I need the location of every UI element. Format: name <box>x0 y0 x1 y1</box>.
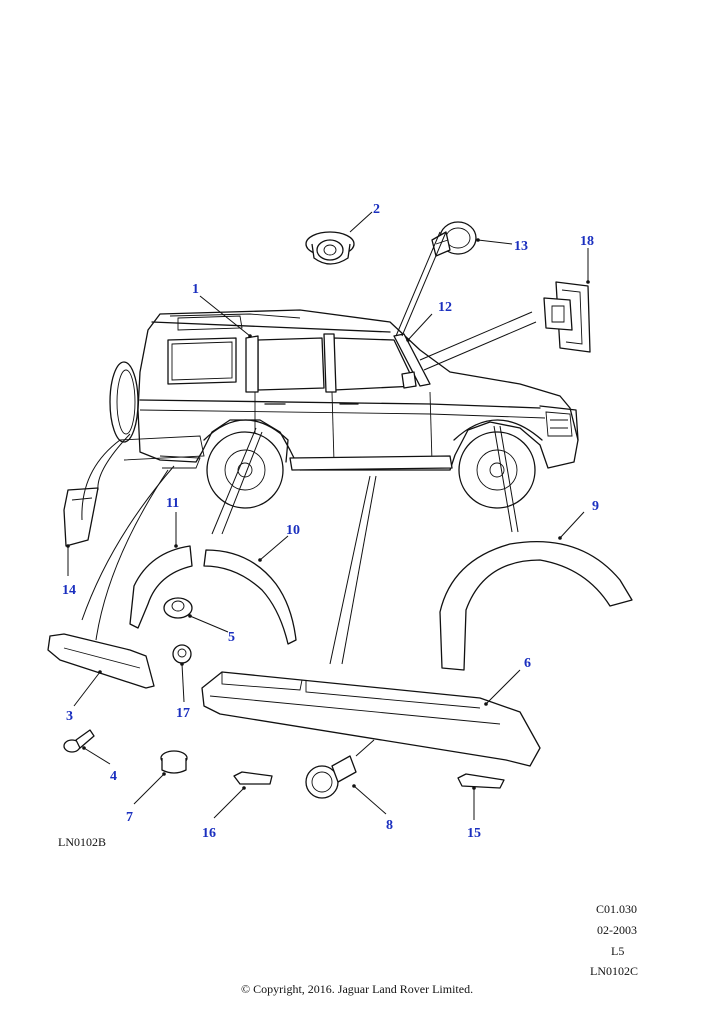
part-6-sill-moulding <box>201 671 541 767</box>
leader-lines <box>66 211 590 820</box>
catalog-date: 02-2003 <box>597 923 637 937</box>
part-17-nut <box>172 644 192 664</box>
callout-7: 7 <box>126 810 133 825</box>
part-2-flange-nut <box>305 231 355 265</box>
catalog-code: LN0102C <box>590 964 638 978</box>
part-15-clip <box>457 773 505 789</box>
callout-15: 15 <box>467 826 481 841</box>
parts <box>47 221 633 799</box>
callout-10: 10 <box>286 523 300 538</box>
part-7-nut <box>160 750 188 774</box>
callout-2: 2 <box>373 202 380 217</box>
callout-1: 1 <box>192 282 199 297</box>
callout-5: 5 <box>228 630 235 645</box>
callout-8: 8 <box>386 818 393 833</box>
callout-9: 9 <box>592 499 599 514</box>
vehicle-illustration <box>109 309 579 509</box>
part-16-clip <box>233 771 273 785</box>
callout-18: 18 <box>580 234 594 249</box>
part-9-front-arch-moulding <box>439 541 633 671</box>
part-8-push-clip <box>305 755 357 799</box>
part-10-wheel-arch-moulding <box>203 549 297 645</box>
part-18-bracket <box>543 281 591 353</box>
callout-6: 6 <box>524 656 531 671</box>
callout-11: 11 <box>166 496 179 511</box>
catalog-section: C01.030 <box>596 902 638 916</box>
catalog-level: L5 <box>611 944 625 958</box>
part-3-mudflap <box>47 633 155 689</box>
callout-labels: 1 2 3 4 5 6 7 8 9 10 11 12 13 14 15 16 1… <box>62 202 599 841</box>
diagram-code: LN0102B <box>58 835 106 849</box>
part-5-nut <box>163 597 193 619</box>
part-4-screw <box>63 729 95 753</box>
callout-16: 16 <box>202 826 216 841</box>
copyright-notice: © Copyright, 2016. Jaguar Land Rover Lim… <box>241 982 474 996</box>
callout-12: 12 <box>438 300 452 315</box>
callout-14: 14 <box>62 583 76 598</box>
callout-3: 3 <box>66 709 73 724</box>
callout-4: 4 <box>110 769 117 784</box>
part-13-push-clip <box>431 221 477 257</box>
callout-17: 17 <box>176 706 190 721</box>
part-11-wheel-arch-moulding <box>129 545 193 629</box>
part-14-mudflap <box>63 487 99 547</box>
callout-13: 13 <box>514 239 528 254</box>
